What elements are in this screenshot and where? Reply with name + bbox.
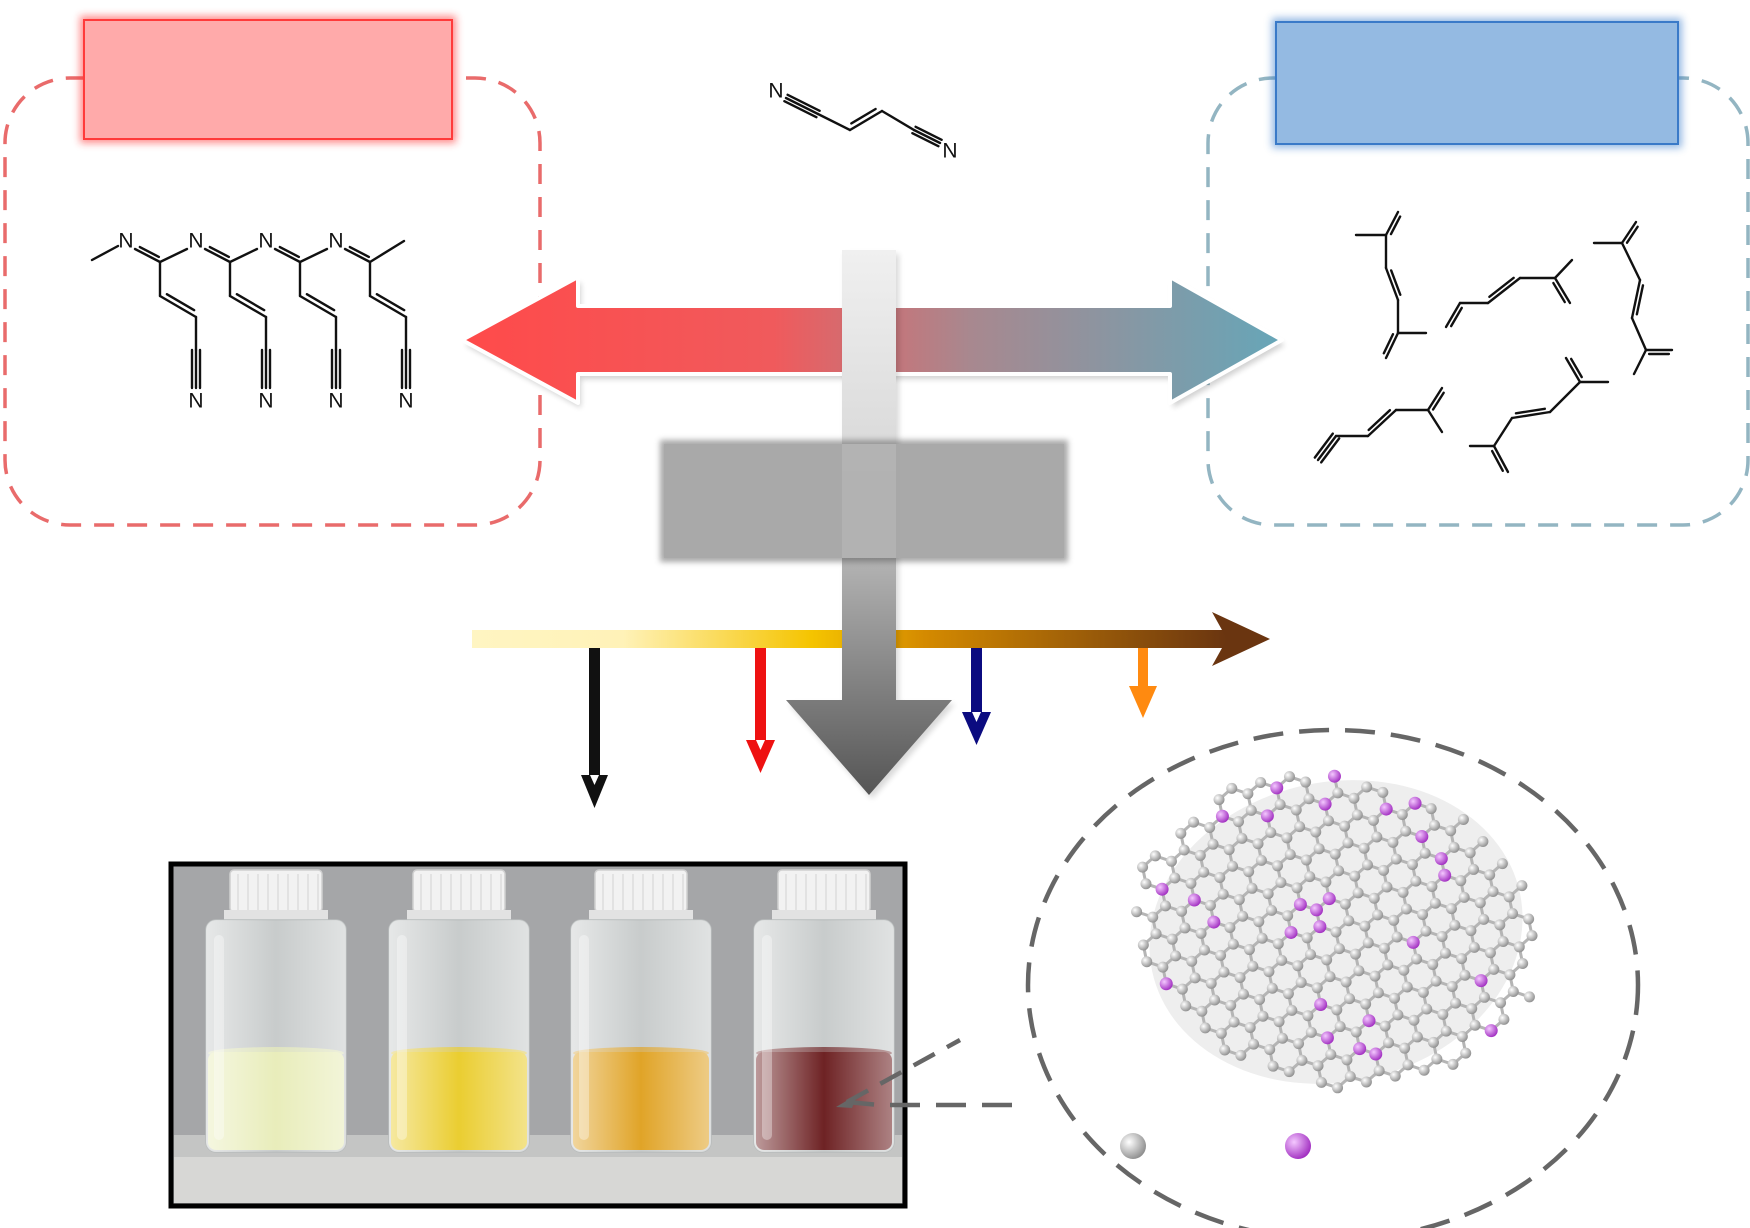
polymer-nitrogen-top-3: N [258, 230, 273, 253]
monomer-nitrogen-2: N [942, 140, 957, 163]
vial-2 [388, 869, 530, 1153]
polymer-structure: N N N N N N N N [90, 230, 414, 413]
monomer-nitrogen-1: N [768, 80, 783, 103]
fragment-structures [1313, 210, 1674, 474]
polymer-nitrogen-top-1: N [118, 230, 133, 253]
polymer-nitrogen-side-2: N [258, 390, 273, 413]
polymer-nitrogen-side-3: N [328, 390, 343, 413]
vials-photo [168, 861, 908, 1209]
right-panel [1206, 18, 1750, 527]
left-label-box [83, 19, 453, 140]
center-label [660, 440, 1068, 562]
vial-3 [570, 869, 712, 1153]
vial-4 [753, 869, 895, 1153]
dopant-atom-legend [1285, 1133, 1311, 1159]
carbon-atom-legend [1120, 1133, 1146, 1159]
polymer-nitrogen-side-1: N [188, 390, 203, 413]
legend-atoms [1120, 1133, 1311, 1159]
monomer-structure: NN [768, 80, 957, 163]
polymer-nitrogen-top-2: N [188, 230, 203, 253]
polymer-nitrogen-side-4: N [398, 390, 413, 413]
vial-1 [205, 869, 347, 1153]
marker-arrows [581, 648, 1157, 808]
marker-arrow-orange [1129, 648, 1157, 718]
right-label-box [1275, 21, 1679, 145]
marker-arrow-black [581, 648, 608, 808]
polymer-nitrogen-top-4: N [328, 230, 343, 253]
marker-arrow-navy [962, 648, 991, 745]
left-panel: N N N N N N N N [3, 16, 542, 527]
marker-arrow-red [746, 648, 775, 773]
sheet-bubble [836, 727, 1641, 1228]
graphene-sheet [1131, 769, 1538, 1094]
